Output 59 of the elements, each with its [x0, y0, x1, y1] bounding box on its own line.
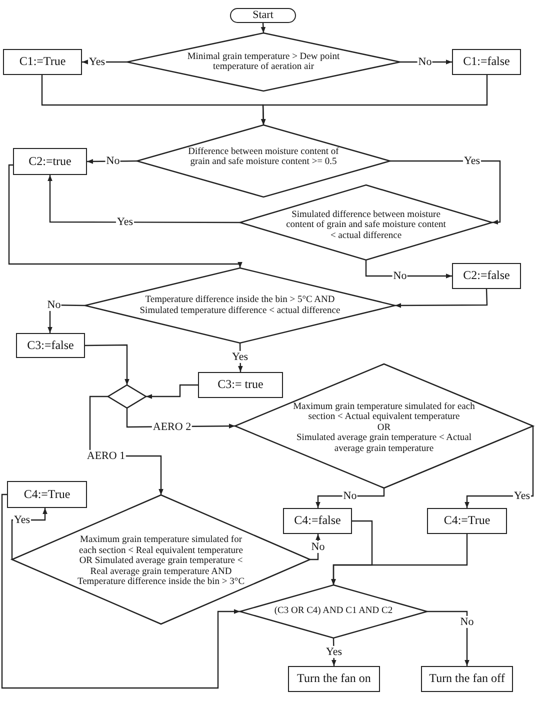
edge-label: AERO 2	[152, 420, 192, 434]
edge-label: Yes	[513, 490, 531, 502]
arrow	[464, 426, 534, 508]
decision-text: Temperature difference inside the bin > 5°C AND Simulated temperature difference < actual difference	[138, 295, 342, 316]
decision-text: (C3 OR C4) AND C1 AND C2	[273, 606, 394, 617]
decision-diamond	[137, 125, 390, 197]
edge-label: Yes	[116, 216, 134, 228]
process-box: C4:=True	[427, 508, 507, 534]
decision-text: Difference between moisture content of grain and safe moisture content >= 0.5	[187, 146, 340, 168]
process-box: C3:= true	[198, 372, 283, 398]
process-box: C1:=True	[3, 49, 82, 75]
arrow	[48, 175, 240, 224]
process-box: C2:=false	[452, 263, 521, 289]
arrow	[260, 75, 488, 126]
process-box: Turn the fan off	[421, 666, 513, 692]
arrow	[427, 610, 470, 666]
edge-label: No	[310, 540, 326, 554]
process-box: C1:=false	[452, 49, 521, 75]
arrow	[260, 22, 266, 34]
decision-text: Simulated difference between moisture content of grain and safe moisture content < actual difference	[286, 210, 446, 242]
edge-label: No	[392, 270, 408, 282]
edge-label: Yes	[463, 154, 481, 168]
process-box: C3:=false	[16, 333, 85, 358]
arrow	[316, 488, 385, 508]
arrow	[85, 344, 130, 385]
edge-label: No	[105, 154, 121, 168]
edge-label: Yes	[13, 514, 31, 526]
edge-label: Yes	[88, 56, 106, 68]
decision-diamond	[108, 385, 146, 408]
decision-text: OR	[376, 422, 392, 434]
decision-diamond	[127, 33, 400, 91]
process-box: C4:=false	[283, 508, 352, 534]
arrow	[331, 534, 468, 585]
arrow	[48, 304, 85, 333]
process-box: C4:=True	[7, 481, 87, 508]
arrow	[8, 164, 242, 268]
arrow	[365, 260, 452, 278]
edge-label: No	[459, 616, 475, 628]
decision-text: Maximum grain temperature simulated for each section < Actual equivalent temperature	[292, 402, 476, 423]
edge-label: No	[342, 490, 358, 502]
decision-diamond	[240, 585, 427, 638]
edge-label: Yes	[231, 350, 249, 364]
start-terminal: Start	[230, 8, 296, 23]
decision-diamond	[85, 268, 395, 343]
edge-label: Yes	[325, 646, 343, 658]
decision-text: Minimal grain temperature > Dew point temperature of aeration air	[186, 52, 341, 72]
arrow	[1, 494, 240, 689]
arrow	[146, 384, 198, 399]
process-box: Turn the fan on	[288, 666, 380, 692]
process-box: C2:=true	[13, 148, 87, 175]
edge-label: No	[46, 298, 62, 312]
arrow	[11, 508, 48, 560]
arrow	[395, 288, 488, 308]
edge-label: AERO 1	[86, 450, 126, 462]
edge-label: No	[417, 56, 433, 68]
decision-text: Maximum grain temperature simulated for each section < Real equivalent temperature OR Simulated average grain temperature < Real average grain temperature AND Temperature difference inside the bin > 3°C	[76, 535, 246, 588]
decision-diamond	[240, 185, 492, 260]
arrow	[390, 160, 501, 225]
decision-text: Simulated average grain temperature < Actual average grain temperature	[296, 433, 472, 454]
